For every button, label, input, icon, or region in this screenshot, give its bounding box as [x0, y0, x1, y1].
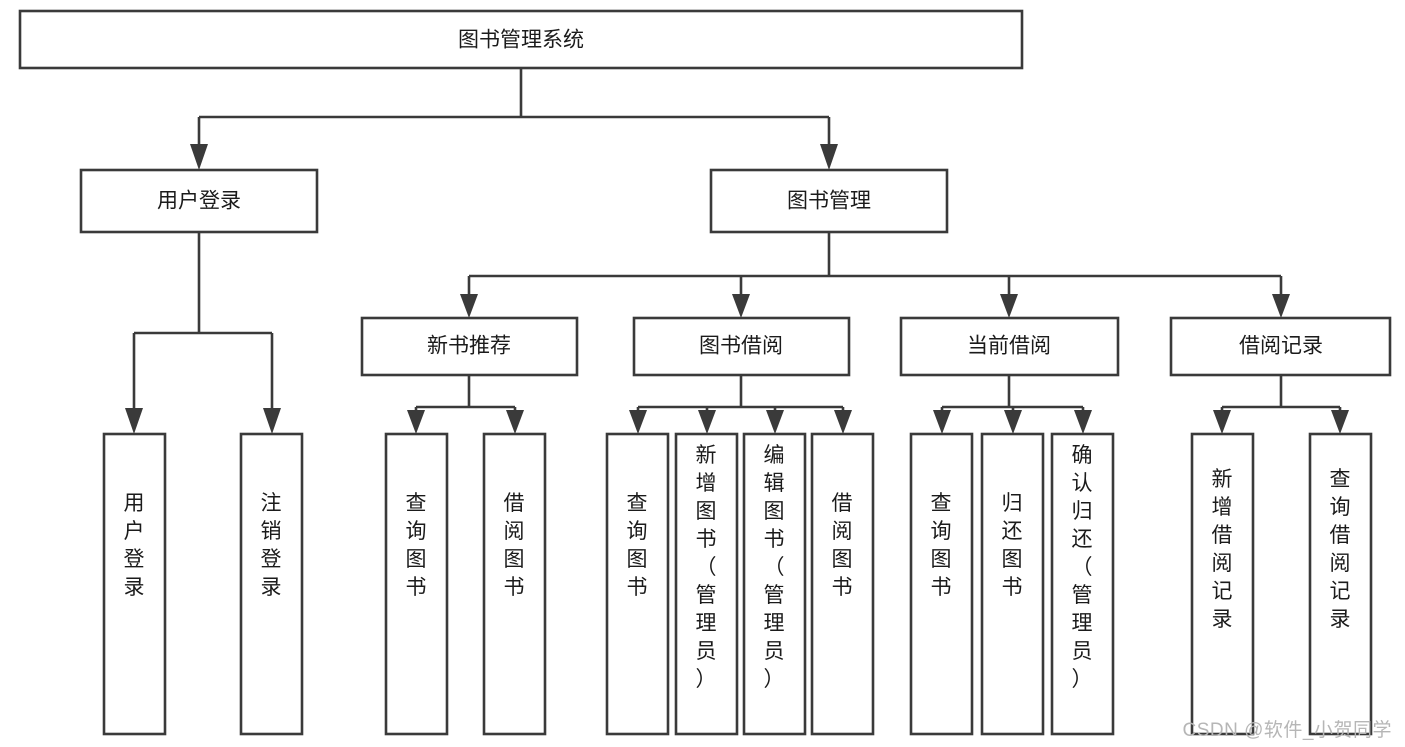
node-root-label: 图书管理系统	[458, 29, 584, 52]
node-borrow-record-label: 借阅记录	[1239, 335, 1323, 358]
node-book-manage-box[interactable]	[709, 168, 949, 234]
arrowhead-leaf-user-login	[125, 408, 143, 434]
arrowhead-leaf-borrow-book-2	[834, 410, 852, 434]
arrowhead-leaf-logout	[263, 408, 281, 434]
node-root[interactable]: 图书管理系统	[18, 9, 1024, 70]
node-leaf-logout-box[interactable]	[239, 432, 304, 736]
node-leaf-query-book-1-label: 查询图书	[406, 492, 427, 599]
node-leaf-borrow-book-1-box[interactable]	[482, 432, 547, 736]
node-new-book-rec-box[interactable]	[360, 316, 579, 377]
arrowhead-leaf-confirm-return	[1074, 410, 1092, 434]
node-leaf-edit-book-label: 编辑图书（管理员）	[764, 444, 785, 691]
arrowhead-leaf-add-record	[1213, 410, 1231, 434]
node-leaf-query-book-3[interactable]: 查询图书	[909, 432, 974, 736]
node-leaf-query-book-2-label: 查询图书	[627, 492, 648, 599]
node-book-borrow-box[interactable]	[632, 316, 851, 377]
arrowhead-borrow-record	[1272, 294, 1290, 318]
arrowhead-leaf-query-book-1	[407, 410, 425, 434]
node-leaf-query-book-2[interactable]: 查询图书	[605, 432, 670, 736]
node-leaf-edit-book[interactable]: 编辑图书（管理员）	[742, 432, 807, 736]
node-leaf-confirm-return-label: 确认归还（管理员）	[1072, 444, 1093, 691]
arrowhead-leaf-add-book	[698, 410, 716, 434]
node-book-borrow-label: 图书借阅	[699, 335, 783, 358]
node-current-borrow-box[interactable]	[899, 316, 1120, 377]
node-book-manage-label: 图书管理	[787, 190, 871, 213]
arrowhead-book-borrow	[732, 294, 750, 318]
node-leaf-borrow-book-1[interactable]: 借阅图书	[482, 432, 547, 736]
node-leaf-borrow-book-1-label: 借阅图书	[504, 492, 525, 599]
edges-group	[125, 68, 1349, 434]
node-leaf-confirm-return-box[interactable]	[1050, 432, 1115, 736]
arrowhead-leaf-edit-book	[766, 410, 784, 434]
node-root-box[interactable]	[18, 9, 1024, 70]
node-leaf-query-book-3-label: 查询图书	[931, 492, 952, 599]
node-new-book-rec[interactable]: 新书推荐	[360, 316, 579, 377]
nodes-group: 图书管理系统 用户登录 图书管理 新书推荐 图书借阅 当前	[18, 9, 1392, 736]
arrowhead-current-borrow	[1000, 294, 1018, 318]
node-leaf-return-book[interactable]: 归还图书	[980, 432, 1045, 736]
node-leaf-query-record-label: 查询借阅记录	[1330, 468, 1351, 631]
node-leaf-query-record[interactable]: 查询借阅记录	[1308, 432, 1373, 736]
node-leaf-query-record-box[interactable]	[1308, 432, 1373, 736]
node-leaf-logout-label: 注销登录	[261, 492, 282, 599]
arrowhead-leaf-query-record	[1331, 410, 1349, 434]
node-leaf-add-record-box[interactable]	[1190, 432, 1255, 736]
node-borrow-record-box[interactable]	[1169, 316, 1392, 377]
node-leaf-logout[interactable]: 注销登录	[239, 432, 304, 736]
node-leaf-query-book-2-box[interactable]	[605, 432, 670, 736]
node-borrow-record[interactable]: 借阅记录	[1169, 316, 1392, 377]
node-leaf-query-book-3-box[interactable]	[909, 432, 974, 736]
node-leaf-edit-book-box[interactable]	[742, 432, 807, 736]
arrowhead-book-manage	[820, 144, 838, 170]
node-leaf-borrow-book-2[interactable]: 借阅图书	[810, 432, 875, 736]
node-current-borrow-label: 当前借阅	[967, 335, 1051, 358]
arrowhead-leaf-borrow-book-1	[506, 410, 524, 434]
node-book-manage[interactable]: 图书管理	[709, 168, 949, 234]
csdn-watermark: CSDN @软件_小贺同学	[1182, 720, 1392, 741]
node-leaf-user-login-box[interactable]	[102, 432, 167, 736]
node-user-login[interactable]: 用户登录	[79, 168, 319, 234]
node-leaf-return-book-label: 归还图书	[1002, 492, 1023, 599]
node-leaf-add-record[interactable]: 新增借阅记录	[1190, 432, 1255, 736]
node-book-borrow[interactable]: 图书借阅	[632, 316, 851, 377]
arrowhead-leaf-query-book-2	[629, 410, 647, 434]
node-leaf-query-book-1[interactable]: 查询图书	[384, 432, 449, 736]
arrowhead-leaf-return-book	[1004, 410, 1022, 434]
node-leaf-confirm-return[interactable]: 确认归还（管理员）	[1050, 432, 1115, 736]
node-leaf-query-book-1-box[interactable]	[384, 432, 449, 736]
node-leaf-return-book-box[interactable]	[980, 432, 1045, 736]
node-leaf-add-record-label: 新增借阅记录	[1212, 468, 1233, 631]
node-current-borrow[interactable]: 当前借阅	[899, 316, 1120, 377]
node-leaf-borrow-book-2-label: 借阅图书	[832, 492, 853, 599]
node-leaf-add-book-label: 新增图书（管理员）	[696, 444, 717, 691]
node-user-login-label: 用户登录	[157, 190, 241, 213]
node-leaf-add-book-box[interactable]	[674, 432, 739, 736]
arrowhead-new-book-rec	[460, 294, 478, 318]
node-leaf-user-login[interactable]: 用户登录	[102, 432, 167, 736]
node-user-login-box[interactable]	[79, 168, 319, 234]
node-new-book-rec-label: 新书推荐	[427, 335, 511, 358]
node-leaf-add-book[interactable]: 新增图书（管理员）	[674, 432, 739, 736]
arrowhead-user-login	[190, 144, 208, 170]
node-leaf-user-login-label: 用户登录	[124, 492, 145, 599]
node-leaf-borrow-book-2-box[interactable]	[810, 432, 875, 736]
arrowhead-leaf-query-book-3	[933, 410, 951, 434]
